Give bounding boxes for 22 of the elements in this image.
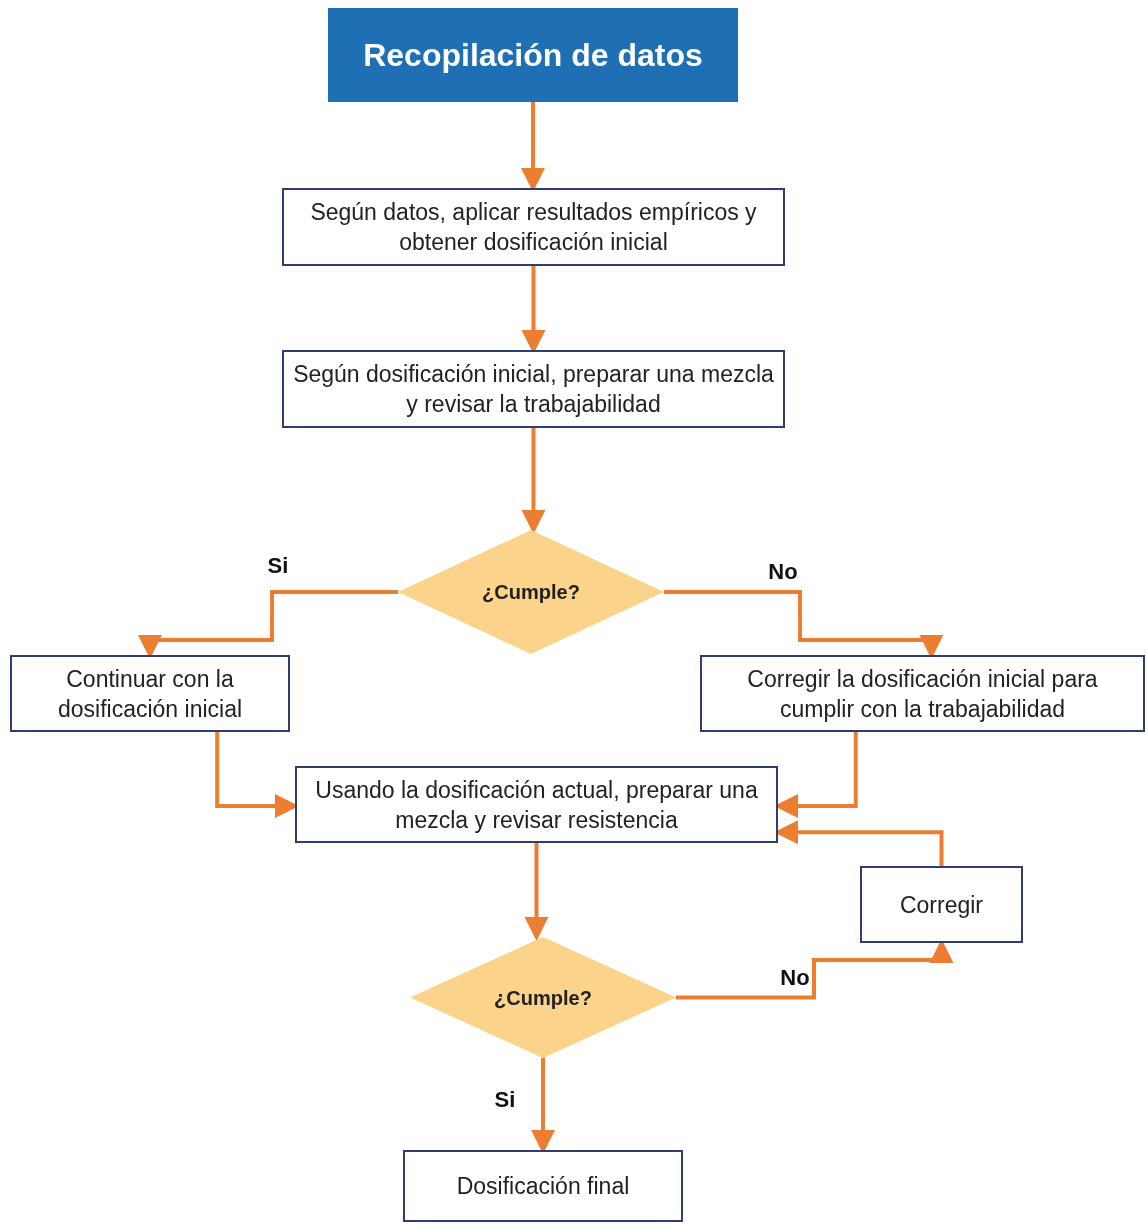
process-box: [700, 655, 1145, 732]
node-text: Continuar con la dosificación inicial: [56, 664, 244, 724]
decision-diamond: [410, 937, 676, 1058]
title-text: Recopilación de datos: [363, 36, 703, 75]
process-box: [860, 866, 1023, 943]
process-box: [403, 1150, 683, 1222]
process-box: [295, 766, 778, 843]
process-box: [282, 350, 785, 428]
node-text: Según datos, aplicar resultados empíricos y obtener dosificación inicial: [309, 198, 758, 257]
process-box: [10, 655, 290, 732]
arrow: [524, 843, 549, 941]
arrow: [521, 428, 546, 534]
node-text: ¿Cumple?: [494, 985, 592, 1011]
process-box: [282, 188, 785, 266]
node-text: Dosificación final: [456, 1172, 630, 1201]
decision-diamond: [398, 530, 664, 654]
node-text: ¿Cumple?: [482, 580, 580, 605]
node-text: Corregir: [899, 890, 984, 920]
node-text: Usando la dosificación actual, preparar una mezcla y revisar resistencia: [314, 775, 759, 835]
node-text: Según dosificación inicial, preparar una mezcla y revisar la trabajabilidad: [292, 360, 775, 419]
node-text: Corregir la dosificación inicial para cumplir con la trabajabilidad: [746, 664, 1099, 724]
title-box: [328, 8, 738, 102]
